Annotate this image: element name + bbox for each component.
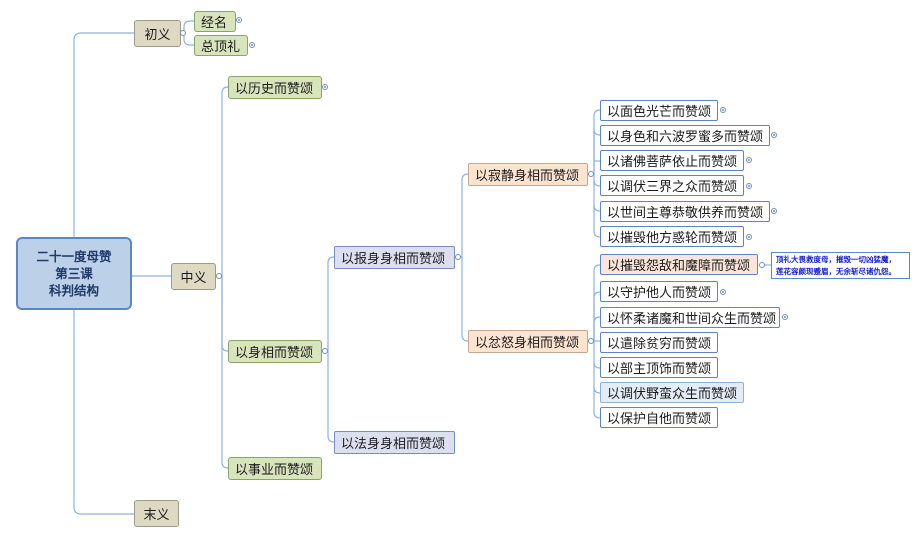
root-line2: 第三课 xyxy=(55,266,93,281)
topic-fennu-item[interactable]: 以怀柔诸魔和世间众生而赞颂 xyxy=(600,307,780,328)
topic-item-label: 以面色光芒而赞颂 xyxy=(607,105,712,120)
topic-jingming[interactable]: 经名 xyxy=(194,11,236,32)
topic-item-label: 以守护他人而赞颂 xyxy=(607,286,712,301)
topic-item-label: 以摧毁他方惑轮而赞颂 xyxy=(607,231,738,246)
topic-item-label: 以保护自他而赞颂 xyxy=(607,412,712,427)
expand-icon[interactable] xyxy=(771,208,777,214)
topic-zongdingli[interactable]: 总顶礼 xyxy=(194,35,248,56)
topic-lishi-label: 以历史而赞颂 xyxy=(235,82,314,97)
expand-icon[interactable] xyxy=(720,107,726,113)
topic-fennu-item[interactable]: 以保护自他而赞颂 xyxy=(600,407,718,428)
topic-chuyi[interactable]: 初义 xyxy=(134,20,181,47)
topic-shiye[interactable]: 以事业而赞颂 xyxy=(228,457,322,480)
topic-zhongyi[interactable]: 中义 xyxy=(171,263,216,290)
topic-jijing-item[interactable]: 以摧毁他方惑轮而赞颂 xyxy=(600,226,744,247)
expand-icon[interactable] xyxy=(720,289,726,295)
topic-item-label: 以摧毁怨敌和魔障而赞颂 xyxy=(607,259,751,274)
collapse-toggle-icon[interactable] xyxy=(588,338,594,344)
topic-lishi[interactable]: 以历史而赞颂 xyxy=(228,76,322,99)
topic-fennu-item-selected[interactable]: 以调伏野蛮众生而赞颂 xyxy=(600,382,744,403)
topic-fennu-item[interactable]: 以遣除贫穷而赞颂 xyxy=(600,332,718,353)
topic-item-label: 以世间主尊恭敬供养而赞颂 xyxy=(607,206,764,221)
expand-icon[interactable] xyxy=(771,132,777,138)
topic-jingming-label: 经名 xyxy=(201,16,228,31)
collapse-toggle-icon[interactable] xyxy=(759,262,765,268)
topic-jijing-item[interactable]: 以诸佛菩萨依止而赞颂 xyxy=(600,150,744,171)
note-line2: 莲花容颜现蹙眉，无余斩尽诸仇怨。 xyxy=(776,267,896,276)
topic-note[interactable]: 顶礼大畏救度母，摧毁一切凶猛魔， 莲花容颜现蹙眉，无余斩尽诸仇怨。 xyxy=(771,252,910,279)
topic-fennu-item[interactable]: 以摧毁怨敌和魔障而赞颂 xyxy=(600,254,758,275)
topic-shenxiang-label: 以身相而赞颂 xyxy=(235,346,314,361)
topic-jijing[interactable]: 以寂静身相而赞颂 xyxy=(468,163,588,186)
root-topic[interactable]: 二十一度母赞 第三课 科判结构 xyxy=(16,237,132,310)
collapse-toggle-icon[interactable] xyxy=(588,171,594,177)
collapse-toggle-icon[interactable] xyxy=(180,30,186,36)
topic-fennu-item[interactable]: 以部主顶饰而赞颂 xyxy=(600,357,718,378)
topic-jijing-item[interactable]: 以世间主尊恭敬供养而赞颂 xyxy=(600,201,770,222)
topic-fennu-item[interactable]: 以守护他人而赞颂 xyxy=(600,281,718,302)
topic-baoshen-label: 以报身身相而赞颂 xyxy=(341,252,446,267)
expand-icon[interactable] xyxy=(249,42,255,48)
topic-item-label: 以怀柔诸魔和世间众生而赞颂 xyxy=(607,312,777,327)
topic-jijing-item[interactable]: 以身色和六波罗蜜多而赞颂 xyxy=(600,125,770,146)
topic-item-label: 以遣除贫穷而赞颂 xyxy=(607,337,712,352)
collapse-toggle-icon[interactable] xyxy=(322,348,328,354)
topic-item-label: 以调伏三界之众而赞颂 xyxy=(607,180,738,195)
topic-item-label: 以诸佛菩萨依止而赞颂 xyxy=(607,155,738,170)
root-line1: 二十一度母赞 xyxy=(36,249,112,264)
expand-icon[interactable] xyxy=(746,183,752,189)
topic-item-label: 以调伏野蛮众生而赞颂 xyxy=(607,387,738,402)
root-line3: 科判结构 xyxy=(48,283,99,298)
topic-jijing-item[interactable]: 以面色光芒而赞颂 xyxy=(600,100,718,121)
topic-fashen[interactable]: 以法身身相而赞颂 xyxy=(334,431,455,454)
expand-icon[interactable] xyxy=(746,234,752,240)
expand-icon[interactable] xyxy=(782,314,788,320)
topic-moyi[interactable]: 末义 xyxy=(134,500,179,527)
topic-jijing-item[interactable]: 以调伏三界之众而赞颂 xyxy=(600,175,744,196)
topic-fashen-label: 以法身身相而赞颂 xyxy=(341,437,446,452)
topic-shenxiang[interactable]: 以身相而赞颂 xyxy=(228,340,322,363)
topic-zhongyi-label: 中义 xyxy=(180,271,207,286)
topic-item-label: 以部主顶饰而赞颂 xyxy=(607,362,712,377)
expand-icon[interactable] xyxy=(236,17,242,23)
topic-fennu-label: 以忿怒身相而赞颂 xyxy=(475,336,580,351)
collapse-toggle-icon[interactable] xyxy=(216,273,222,279)
collapse-toggle-icon[interactable] xyxy=(455,254,461,260)
topic-moyi-label: 末义 xyxy=(143,508,170,523)
topic-shiye-label: 以事业而赞颂 xyxy=(235,463,314,478)
note-line1: 顶礼大畏救度母，摧毁一切凶猛魔， xyxy=(776,255,896,264)
expand-icon[interactable] xyxy=(746,157,752,163)
topic-item-label: 以身色和六波罗蜜多而赞颂 xyxy=(607,130,764,145)
topic-chuyi-label: 初义 xyxy=(144,28,171,43)
expand-icon[interactable] xyxy=(322,84,328,90)
topic-jijing-label: 以寂静身相而赞颂 xyxy=(475,169,580,184)
topic-baoshen[interactable]: 以报身身相而赞颂 xyxy=(334,246,455,269)
topic-fennu[interactable]: 以忿怒身相而赞颂 xyxy=(468,330,588,353)
topic-zongdingli-label: 总顶礼 xyxy=(201,40,241,55)
